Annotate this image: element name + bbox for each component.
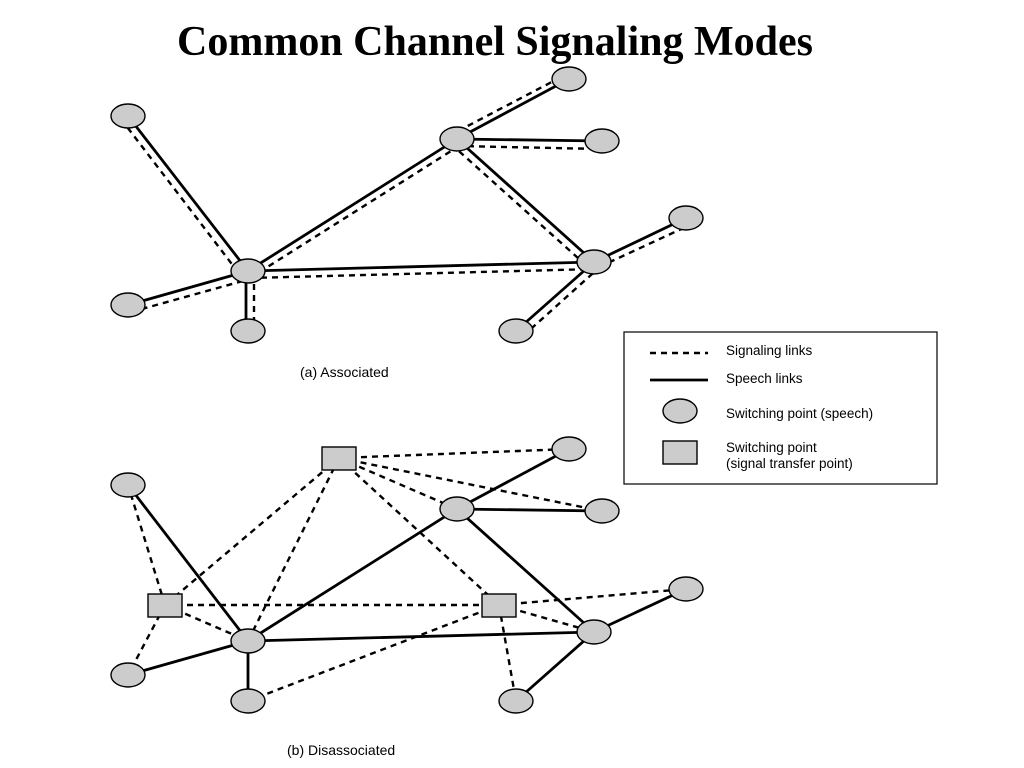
- legend-signaling-label: Signaling links: [726, 343, 813, 358]
- speech-links-b: [126, 447, 687, 703]
- legend-stp-label-1: Switching point: [726, 440, 817, 455]
- switching-point: [110, 292, 146, 318]
- slide-title: Common Channel Signaling Modes: [177, 19, 813, 65]
- caption-disassociated: (b) Disassociated: [287, 742, 395, 758]
- switching-point-sample: [662, 398, 698, 424]
- stp-sample: [662, 440, 698, 465]
- switching-point: [230, 688, 266, 714]
- switching-point: [584, 498, 620, 524]
- signal-transfer-point: [147, 593, 183, 618]
- switching-point: [110, 103, 146, 129]
- switching-point: [110, 472, 146, 498]
- signal-transfer-point: [481, 593, 517, 618]
- switching-point: [230, 318, 266, 344]
- signaling-links-b: [126, 447, 687, 703]
- switching-point: [551, 66, 587, 92]
- switching-point: [576, 619, 612, 645]
- legend: Signaling links Speech links Switching p…: [623, 331, 938, 485]
- switching-points-b: [110, 436, 704, 714]
- legend-speech-label: Speech links: [726, 371, 803, 386]
- caption-associated: (a) Associated: [300, 364, 389, 380]
- legend-switch-speech-label: Switching point (speech): [726, 406, 873, 421]
- switching-point: [230, 258, 266, 284]
- switching-points-a: [110, 66, 704, 344]
- signal-transfer-points: [147, 446, 517, 618]
- switching-point: [584, 128, 620, 154]
- switching-point: [576, 249, 612, 275]
- switching-point: [668, 576, 704, 602]
- switching-point: [498, 688, 534, 714]
- speech-links-a: [126, 77, 687, 333]
- signal-transfer-point: [321, 446, 357, 471]
- switching-point: [439, 496, 475, 522]
- switching-point: [498, 318, 534, 344]
- diagram-associated: (a) Associated: [110, 66, 704, 380]
- diagram-disassociated: (b) Disassociated: [110, 436, 704, 758]
- switching-point: [110, 662, 146, 688]
- switching-point: [439, 126, 475, 152]
- legend-stp-label-2: (signal transfer point): [726, 456, 853, 471]
- switching-point: [230, 628, 266, 654]
- signaling-links-a: [120, 71, 691, 337]
- switching-point: [668, 205, 704, 231]
- switching-point: [551, 436, 587, 462]
